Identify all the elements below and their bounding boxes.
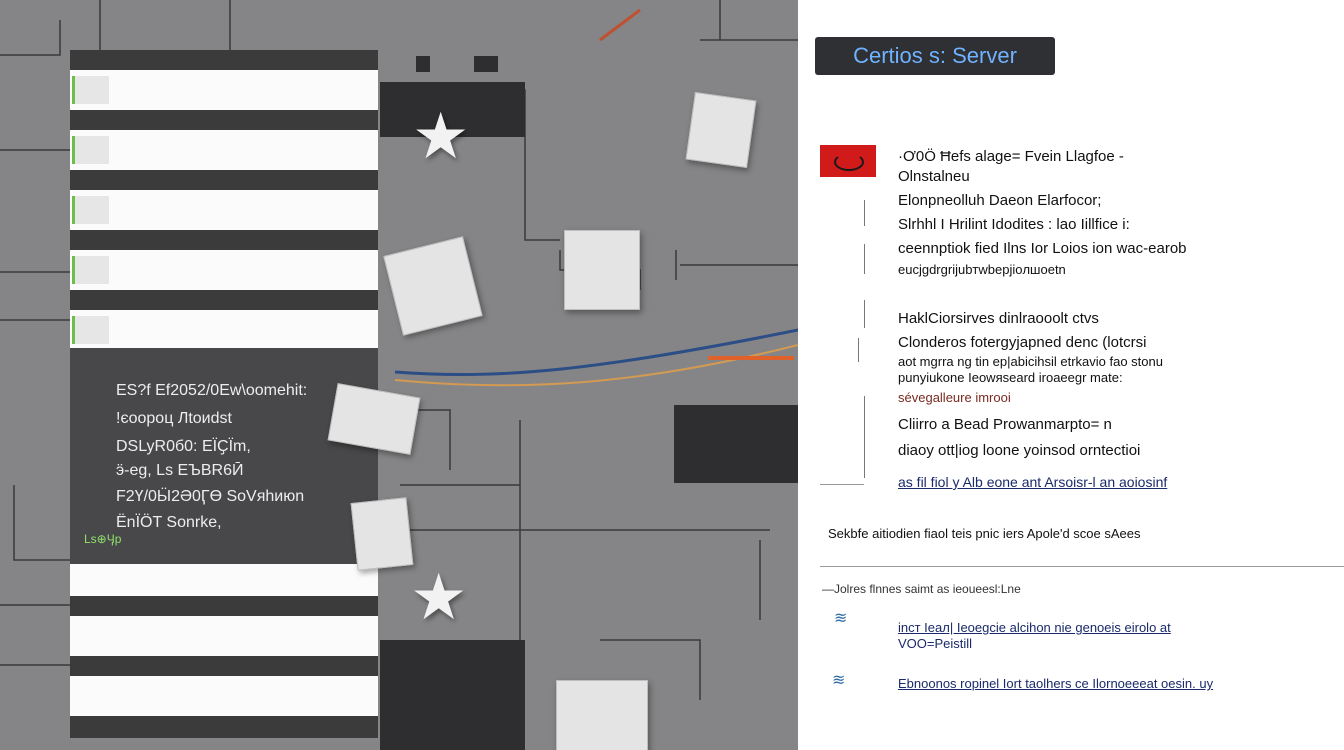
description-line: Elonpneolluh Daeon Elarfocor;	[898, 192, 1102, 209]
thumbnail-list-lower	[70, 564, 378, 738]
list-item[interactable]	[70, 190, 378, 230]
highlight-marker	[708, 356, 794, 360]
description-line: Slrhhl I Hrilint Idodites : lao Iillfice…	[898, 216, 1130, 233]
description-line: punyiukone Ieowяseard iroaeegr mate:	[898, 370, 1123, 385]
description-line: Olnstalneu	[898, 168, 970, 185]
wave-icon: ≋	[832, 672, 846, 689]
divider	[820, 484, 864, 485]
star-icon: ★	[410, 561, 468, 633]
description-line: aot mgrra ng tin ep|abicihsil etrkaviо f…	[898, 354, 1163, 369]
related-link[interactable]: incт Ieaл| Ieoegcie alcihon nie genoeis …	[898, 620, 1171, 635]
section-subheading: —Jolres flnnes saimt as ieoueesl:Lne	[822, 582, 1021, 596]
thumbnail-icon	[72, 76, 109, 104]
tree-connector	[864, 396, 865, 478]
info-line: ЁnЇӦT Sonrke,	[116, 514, 222, 531]
canvas-area: ЕЅ?f Ef2052/0Ew\oomehit: !єоороц Лtoиdst…	[0, 0, 798, 750]
section-heading: Sekbfe aitiodien fiaol teis pnic iers Ap…	[828, 526, 1141, 541]
info-line: ӭ-eg, Ls ЕЪВR6Ӣ	[116, 462, 244, 479]
wave-icon: ≋	[834, 610, 848, 627]
list-item[interactable]	[70, 250, 378, 290]
thumbnail-icon	[72, 136, 109, 164]
thumbnail-icon	[72, 316, 109, 344]
related-link-sub: VOO=Peistill	[898, 636, 973, 651]
description-line: sévegalleure imrooi	[898, 390, 1011, 405]
description-link[interactable]: as fil fiol y Alb eone ant Arsoisr-l an …	[898, 474, 1168, 490]
details-panel: Certios s: Server ·Ơ0Ö Ħefs alage= Fvein…	[798, 0, 1344, 750]
status-tag: Ls⊕Ӌp	[84, 532, 122, 546]
list-item[interactable]	[70, 310, 378, 350]
dark-block	[380, 640, 525, 750]
description-line: diaoy ott|iog loone yoinsod orntectioi	[898, 442, 1141, 459]
thumbnail-list	[70, 50, 378, 350]
info-line: ЕЅ?f Ef2052/0Ew\oomehit:	[116, 382, 308, 399]
list-item[interactable]	[70, 676, 378, 716]
list-item	[70, 656, 378, 676]
star-icon: ★	[412, 100, 470, 172]
description-line: HaklCiorsirves dinlraooolt ctvs	[898, 310, 1099, 327]
list-item	[70, 230, 378, 250]
flag-icon	[820, 145, 876, 177]
image-card[interactable]	[564, 230, 640, 310]
list-item	[70, 110, 378, 130]
description-line: eucjgdrgrijubтwbepjioлшoetn	[898, 262, 1066, 277]
list-item[interactable]	[70, 564, 378, 596]
description-line: ceennptiok fied Ilns Ior Loios ion wac-e…	[898, 240, 1187, 257]
list-item	[70, 50, 378, 70]
info-panel: ЕЅ?f Ef2052/0Ew\oomehit: !єоороц Лtoиdst…	[70, 348, 378, 564]
dark-block	[474, 56, 498, 72]
list-item	[70, 716, 378, 738]
image-card[interactable]	[556, 680, 648, 750]
description-line: ·Ơ0Ö Ħefs alage= Fvein Llagfoe -	[898, 148, 1124, 165]
divider	[820, 566, 1344, 567]
info-line: F2Ү/0Ӹ2Ә0ӶӨ SoVяhиюn	[116, 488, 305, 505]
description-line: Clonderos fotergyjapned denc (lotcrsi	[898, 334, 1147, 351]
tree-connector	[858, 338, 859, 362]
list-item[interactable]	[70, 70, 378, 110]
image-card[interactable]	[350, 497, 414, 571]
dark-block	[416, 56, 430, 72]
list-item[interactable]	[70, 130, 378, 170]
list-item	[70, 170, 378, 190]
description-line: Cliirro a Bead Prowanmarpto= n	[898, 416, 1112, 433]
thumbnail-icon	[72, 196, 109, 224]
list-item[interactable]	[70, 616, 378, 656]
list-item	[70, 290, 378, 310]
tree-connector	[864, 200, 865, 226]
dark-block	[674, 405, 798, 483]
image-card[interactable]	[685, 92, 757, 168]
tree-connector	[864, 300, 865, 328]
tree-connector	[864, 244, 865, 274]
dark-block	[380, 82, 525, 137]
info-line: !єоороц Лtoиdst	[116, 410, 232, 427]
thumbnail-icon	[72, 256, 109, 284]
server-title-button[interactable]: Certios s: Server	[815, 37, 1055, 75]
info-line: DSLyR0б0: ЕЇҪЇm,	[116, 438, 251, 455]
related-link[interactable]: Ebnoonos ropinel Iort taolhers ce Ilorno…	[898, 676, 1214, 691]
list-item	[70, 596, 378, 616]
